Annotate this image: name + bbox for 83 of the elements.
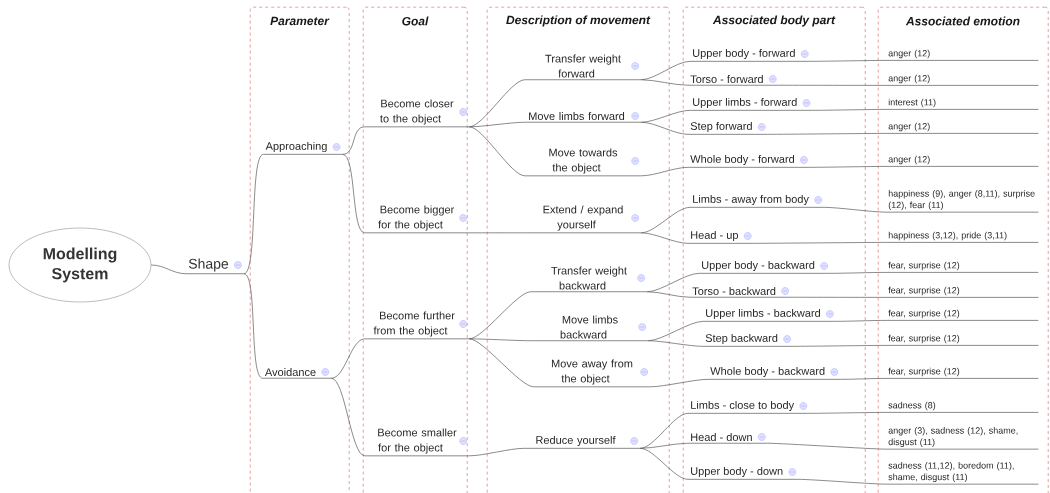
- connector-line: [468, 126, 526, 177]
- branch-topic: fear, surprise (12): [885, 309, 1039, 321]
- branch-topic: Step forward: [687, 121, 769, 135]
- branch-topic: Shape: [185, 258, 245, 275]
- connector-line: [342, 154, 366, 234]
- branch-topic: Upper body - down: [687, 466, 799, 480]
- connector-line: [150, 264, 187, 275]
- branch-topic: Move towards the object: [524, 148, 642, 177]
- connector-line: [639, 412, 689, 449]
- branch-topic: Transfer weight forward: [524, 54, 642, 81]
- branch-topic: Whole body - backward: [707, 366, 841, 380]
- connector-line: [640, 232, 689, 244]
- branch-topic: interest (11): [885, 98, 1039, 110]
- branch-topic: anger (3), sadness (12), shame, disgust (11): [885, 427, 1039, 450]
- connector-line: [753, 242, 887, 244]
- connector-line: [835, 320, 887, 322]
- branch-topic: Reduce yourself: [523, 435, 641, 449]
- connector-line: [468, 338, 535, 388]
- connector-line: [468, 338, 533, 342]
- branch-topic: Step backward: [702, 333, 794, 347]
- connector-line: [829, 272, 887, 274]
- connector-line: [823, 207, 887, 213]
- connector-line: [810, 60, 887, 62]
- branch-topic: Upper body - forward: [689, 48, 812, 62]
- branch-topic: fear, surprise (12): [885, 334, 1039, 346]
- branch-topic: Head - up: [687, 230, 755, 244]
- connector-line: [792, 345, 887, 347]
- branch-topic: anger (12): [885, 74, 1039, 86]
- connector-line: [640, 167, 689, 177]
- branch-topic: anger (12): [885, 49, 1039, 61]
- connector-line: [809, 412, 887, 414]
- branch-topic: Move limbs forward: [524, 111, 642, 123]
- connector-line: [812, 109, 887, 111]
- branch-topic: sadness (8): [885, 401, 1039, 413]
- branch-topic: anger (12): [885, 155, 1039, 167]
- branch-topic: Extend / expand yourself: [524, 205, 642, 234]
- branch-topic: Torso - forward: [687, 74, 780, 86]
- connector-line: [647, 340, 704, 347]
- branch-topic: Upper limbs - backward: [702, 308, 837, 322]
- branch-topic: Upper body - backward: [698, 260, 831, 274]
- branch-topic: Become closer to the object: [364, 99, 470, 128]
- branch-topic: Approaching: [263, 141, 343, 155]
- branch-topic: happiness (3,12), pride (3,11): [885, 231, 1039, 243]
- branch-topic: Torso - backward: [689, 286, 792, 298]
- connector-line: [767, 133, 887, 135]
- connector-line: [243, 273, 264, 379]
- connector-line: [840, 378, 887, 380]
- connector-line: [778, 84, 887, 86]
- branch-topic: Move away from the object: [533, 359, 651, 388]
- connector-line: [649, 378, 709, 388]
- connector-line: [342, 126, 366, 155]
- branch-topic: Move limbs backward: [531, 315, 649, 342]
- connector-line: [330, 338, 366, 379]
- branch-topic: Limbs - away from body: [689, 194, 825, 208]
- branch-topic: Become smaller for the object: [364, 428, 470, 457]
- branch-topic: fear, surprise (12): [885, 261, 1039, 273]
- connector-line: [646, 291, 691, 298]
- branch-topic: Become bigger for the object: [364, 205, 470, 234]
- branch-topic: happiness (9), anger (8,11), surprise (12), fear (11): [885, 190, 1039, 213]
- connector-line: [809, 166, 887, 168]
- connector-line: [640, 110, 691, 123]
- branch-topic: Avoidance: [262, 367, 332, 379]
- connector-line: [639, 447, 689, 480]
- connector-line: [640, 79, 689, 86]
- branch-topic: Transfer weight backward: [530, 266, 648, 293]
- branch-topic: Limbs - close to body: [687, 400, 810, 414]
- branch-topic: sadness (11,12), boredom (11), shame, disgust (11): [885, 462, 1039, 485]
- connector-line: [330, 377, 366, 457]
- connector-line: [468, 232, 526, 234]
- branch-topic: Head - down: [687, 432, 769, 444]
- branch-topic: Upper limbs - forward: [689, 97, 813, 111]
- connector-line: [468, 447, 525, 457]
- connector-line: [798, 478, 887, 485]
- branch-topic: Whole body - forward: [687, 154, 811, 168]
- connector-line: [243, 154, 264, 275]
- branch-topic: fear, surprise (12): [885, 286, 1039, 298]
- branch-topic: fear, surprise (12): [885, 367, 1039, 379]
- connector-line: [790, 296, 887, 298]
- branch-topic: Become further from the object: [364, 311, 470, 340]
- connector-line: [468, 121, 526, 128]
- connector-line: [767, 442, 887, 450]
- connector-line: [640, 121, 689, 135]
- branch-topic: anger (12): [885, 122, 1039, 134]
